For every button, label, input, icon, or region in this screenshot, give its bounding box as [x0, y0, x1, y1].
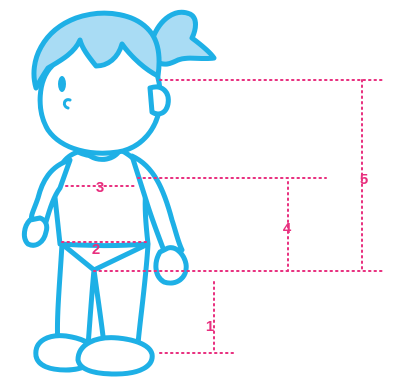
- label-2: 2: [92, 241, 100, 258]
- right-leg: [94, 244, 148, 345]
- label-5: 5: [360, 171, 368, 188]
- right-hand: [156, 248, 186, 283]
- label-4: 4: [283, 220, 292, 237]
- label-3: 3: [96, 179, 104, 196]
- left-hand: [24, 218, 46, 245]
- girl-figure: [24, 12, 214, 374]
- left-leg: [57, 244, 94, 346]
- ear-icon: [150, 87, 168, 114]
- right-shoe: [78, 338, 152, 374]
- eye-icon: [58, 76, 66, 92]
- label-1: 1: [206, 318, 214, 335]
